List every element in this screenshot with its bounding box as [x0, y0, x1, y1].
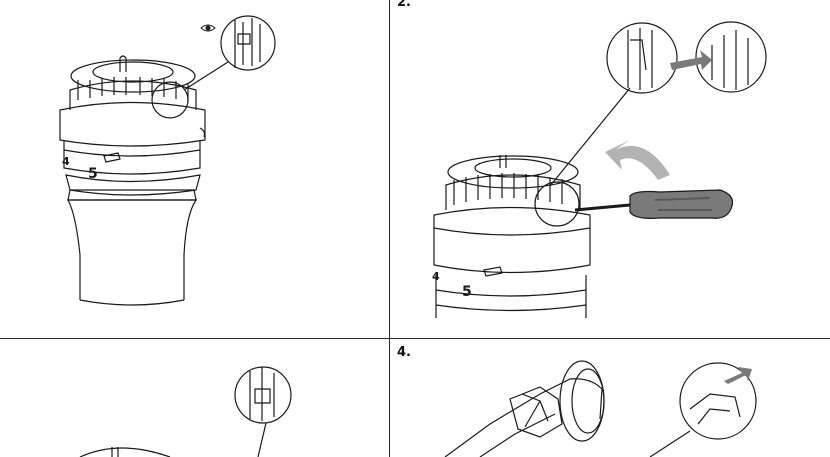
thermostat-removal-illustration: 5 4 [432, 21, 767, 318]
thermostat-head-illustration: 5 4 [59, 15, 276, 306]
panel-step-2: 5 4 [390, 0, 830, 338]
valve-connection-illustration [444, 360, 757, 457]
panel-step-4 [390, 339, 830, 457]
rotate-arrow-icon [605, 140, 670, 180]
panel-step-3 [0, 339, 389, 457]
panel-divider-vertical [389, 0, 390, 457]
panel-divider-horizontal [0, 338, 830, 339]
screwdriver-icon [574, 189, 734, 219]
dial-number-4: 4 [62, 155, 70, 168]
dial-number-4-step2: 4 [432, 270, 440, 283]
panel-step-1: 5 4 [0, 0, 389, 338]
step-4-label: 4. [397, 345, 411, 360]
direction-arrow-icon-step4 [724, 367, 752, 384]
dial-number-5: 5 [88, 166, 98, 182]
eye-icon [200, 24, 216, 32]
dial-number-5-step2: 5 [462, 284, 472, 300]
direction-arrow-icon [670, 50, 712, 70]
step-2-label: 2. [397, 0, 411, 10]
thermostat-reattach-illustration [79, 366, 292, 457]
